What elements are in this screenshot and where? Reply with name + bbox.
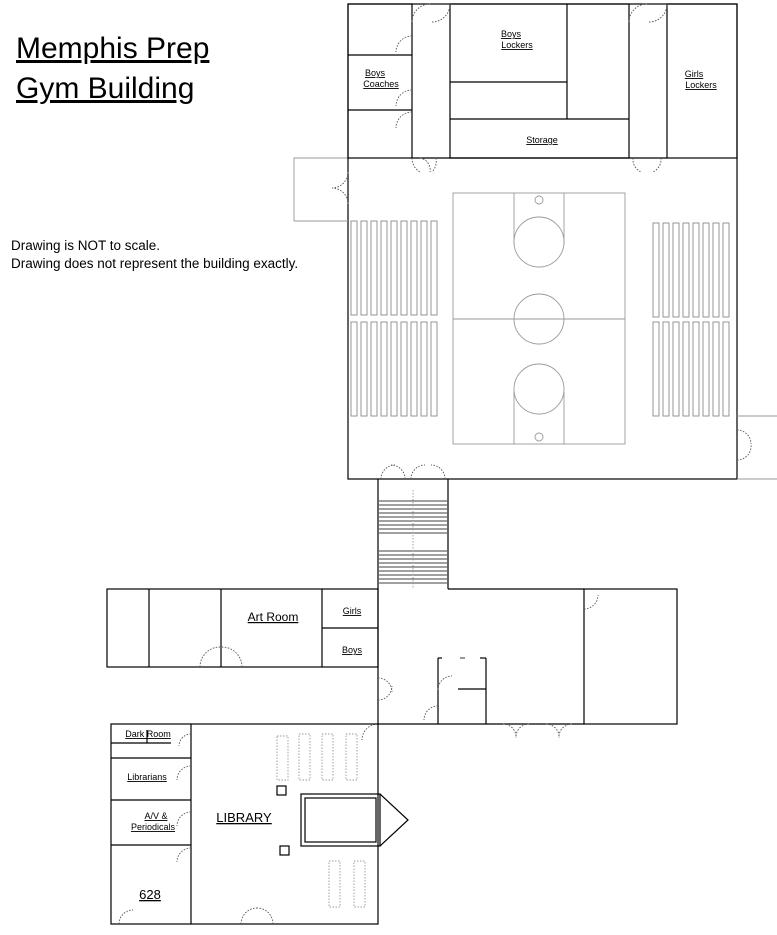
label-room-628: 628	[139, 887, 161, 902]
label-boys-lockers-1: Boys	[501, 29, 522, 39]
label-library: LIBRARY	[216, 810, 272, 825]
label-boys-coaches-1: Boys	[365, 68, 386, 78]
scale-note: Drawing is NOT to scale.	[11, 238, 161, 253]
stairway	[377, 479, 449, 589]
label-boys-coaches-2: Coaches	[363, 79, 399, 89]
gym-doors	[331, 3, 752, 480]
basketball-court	[452, 192, 626, 445]
library-doors	[118, 733, 274, 925]
bleachers-right	[652, 222, 730, 417]
label-girls: Girls	[343, 606, 362, 616]
label-boys: Boys	[342, 645, 363, 655]
label-av-periodicals-1: A/V &	[144, 811, 167, 821]
label-girls-lockers-2: Lockers	[685, 80, 717, 90]
label-dark-room: Dark Room	[125, 729, 171, 739]
label-art-room: Art Room	[248, 610, 299, 624]
bleachers-left	[350, 220, 438, 417]
label-storage: Storage	[526, 135, 558, 145]
label-librarians: Librarians	[127, 772, 167, 782]
lower-doors	[199, 594, 599, 741]
label-boys-lockers-2: Lockers	[501, 40, 533, 50]
title-line-2: Gym Building	[16, 72, 195, 105]
title-line-1: Memphis Prep	[16, 32, 210, 65]
library	[110, 723, 409, 925]
lower-building	[106, 588, 678, 725]
accuracy-note: Drawing does not represent the building …	[11, 256, 299, 271]
north-rooms	[347, 3, 738, 159]
label-av-periodicals-2: Periodicals	[131, 822, 176, 832]
label-girls-lockers-1: Girls	[685, 69, 704, 79]
